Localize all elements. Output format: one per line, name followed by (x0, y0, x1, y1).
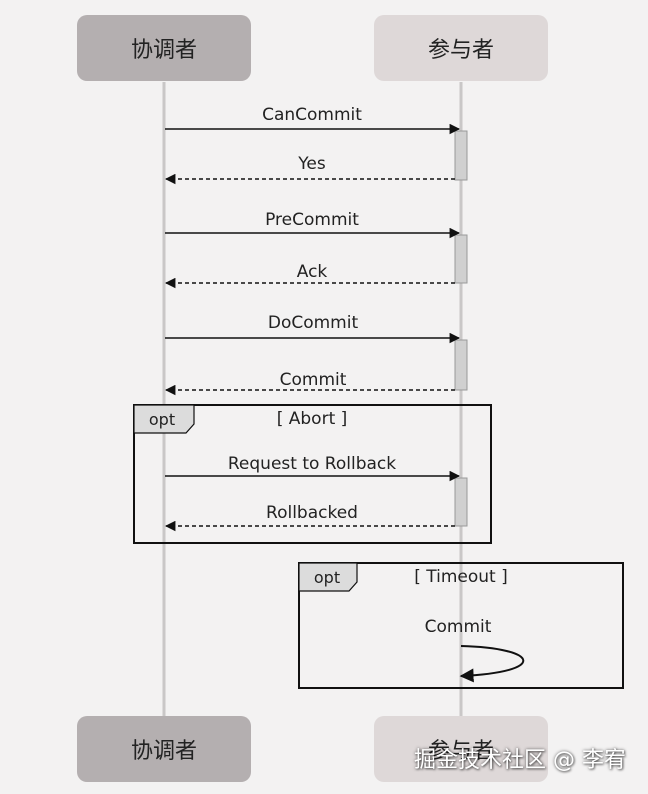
fragment-tag (298, 562, 358, 592)
fragment-guard: [ Timeout ] (414, 567, 508, 587)
participant-header: 参与者 (374, 15, 548, 81)
opt-fragment-abort (133, 404, 492, 544)
coordinator-label: 协调者 (130, 38, 197, 63)
activation-bar (454, 339, 468, 391)
fragment-tag (133, 404, 195, 434)
participant-footer: 参与者 (374, 716, 548, 782)
activation-bar (454, 130, 468, 181)
watermark: 掘金技术社区 @ 李宥 (414, 748, 626, 773)
activation-bar (454, 477, 468, 527)
fragment-guard: [ Abort ] (277, 409, 348, 429)
message-label: PreCommit (265, 210, 359, 230)
participant-label: 参与者 (427, 38, 494, 63)
self-message-arrow (459, 645, 525, 683)
message-label: Rollbacked (266, 503, 358, 523)
coordinator-footer: 协调者 (77, 716, 251, 782)
opt-fragment-timeout (298, 562, 624, 689)
coordinator-label: 协调者 (130, 739, 197, 764)
message-label: Ack (297, 262, 328, 282)
participant-label: 参与者 (427, 739, 494, 764)
self-message-label: Commit (425, 617, 492, 637)
message-label: DoCommit (268, 313, 359, 333)
message-label: Yes (297, 154, 326, 174)
message-label: Request to Rollback (228, 454, 396, 474)
fragment-tag-label: opt (149, 410, 175, 429)
message-label: CanCommit (262, 105, 362, 125)
fragment-tag-label: opt (314, 568, 340, 587)
activation-bar (454, 234, 468, 284)
coordinator-header: 协调者 (77, 15, 251, 81)
message-label: Commit (280, 370, 347, 390)
